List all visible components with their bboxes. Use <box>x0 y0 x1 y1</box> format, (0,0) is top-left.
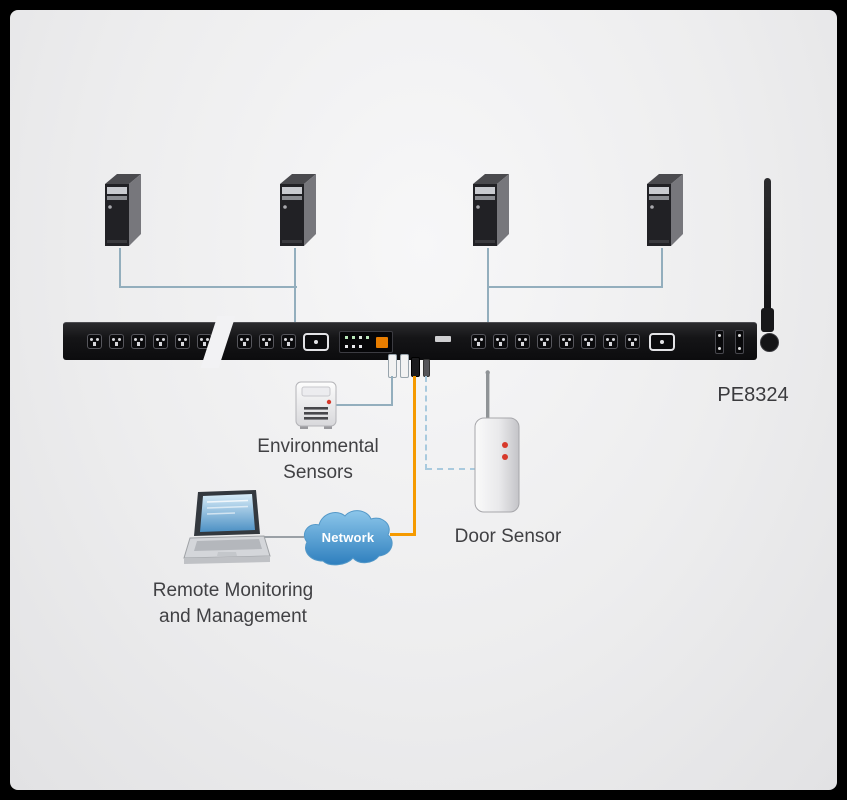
power-outlet-icon <box>493 334 508 349</box>
status-panel <box>339 331 393 353</box>
led-indicators <box>345 336 348 339</box>
cable-door-sensor-v <box>425 376 427 470</box>
lan-plug-icon <box>411 357 420 377</box>
network-cloud-icon: Network <box>298 506 398 570</box>
diagram-canvas: Network Environmental Sensors Door Senso… <box>10 10 837 790</box>
power-outlet-icon <box>281 334 296 349</box>
aux-plug-icon <box>423 359 430 377</box>
power-outlet-icon <box>581 334 596 349</box>
cable-network-h <box>390 533 416 536</box>
antenna-icon <box>764 178 771 330</box>
door-sensor-icon <box>472 370 524 516</box>
power-outlet-icon <box>109 334 124 349</box>
environmental-sensors-label-line1: Environmental <box>257 436 379 457</box>
power-outlet-icon <box>515 334 530 349</box>
power-outlet-icon <box>259 334 274 349</box>
cable-server-1 <box>119 248 121 288</box>
high-power-outlet-icon <box>649 333 675 351</box>
circuit-breaker-icon <box>715 330 724 354</box>
server-tower-icon <box>93 170 147 250</box>
cable-env-sensor-v <box>391 376 393 406</box>
power-outlet-icon <box>131 334 146 349</box>
cable-server-pair-right <box>487 286 663 288</box>
cable-server-4 <box>661 248 663 288</box>
brand-logo <box>435 336 451 342</box>
remote-monitoring-label-line1: Remote Monitoring <box>152 580 314 601</box>
power-outlet-icon <box>625 334 640 349</box>
laptop-icon <box>180 488 272 574</box>
led-indicators <box>345 345 348 348</box>
pdu-device <box>63 316 779 368</box>
power-outlet-icon <box>87 334 102 349</box>
environmental-sensor-icon <box>294 380 338 432</box>
server-tower-icon <box>268 170 322 250</box>
power-outlet-icon <box>471 334 486 349</box>
cable-env-sensor-h <box>335 404 393 406</box>
sensor-plug-icon <box>388 354 397 378</box>
cable-door-sensor-h <box>426 468 476 470</box>
cable-network-v <box>413 376 416 536</box>
power-outlet-icon <box>537 334 552 349</box>
power-outlet-icon <box>175 334 190 349</box>
remote-monitoring-label-line2: and Management <box>159 606 307 627</box>
sensor-plug-icon <box>400 354 409 378</box>
cable-server-2 <box>294 248 296 324</box>
circuit-breaker-icon <box>735 330 744 354</box>
power-outlet-icon <box>237 334 252 349</box>
cable-server-pair-left <box>119 286 297 288</box>
remote-monitoring-label: Remote Monitoring and Management <box>143 578 323 630</box>
server-tower-icon <box>635 170 689 250</box>
high-power-outlet-icon <box>303 333 329 351</box>
environmental-sensors-label: Environmental Sensors <box>248 434 388 486</box>
power-outlet-icon <box>603 334 618 349</box>
power-outlet-icon <box>559 334 574 349</box>
environmental-sensors-label-line2: Sensors <box>283 462 353 483</box>
network-cloud-label: Network <box>321 530 375 545</box>
cable-laptop-cloud <box>262 536 304 538</box>
led-display <box>376 337 388 348</box>
antenna-base <box>761 308 774 332</box>
antenna-mount <box>760 333 779 352</box>
server-tower-icon <box>461 170 515 250</box>
power-outlet-icon <box>153 334 168 349</box>
pdu-model-label: PE8324 <box>717 384 789 406</box>
door-sensor-label: Door Sensor <box>454 526 562 547</box>
